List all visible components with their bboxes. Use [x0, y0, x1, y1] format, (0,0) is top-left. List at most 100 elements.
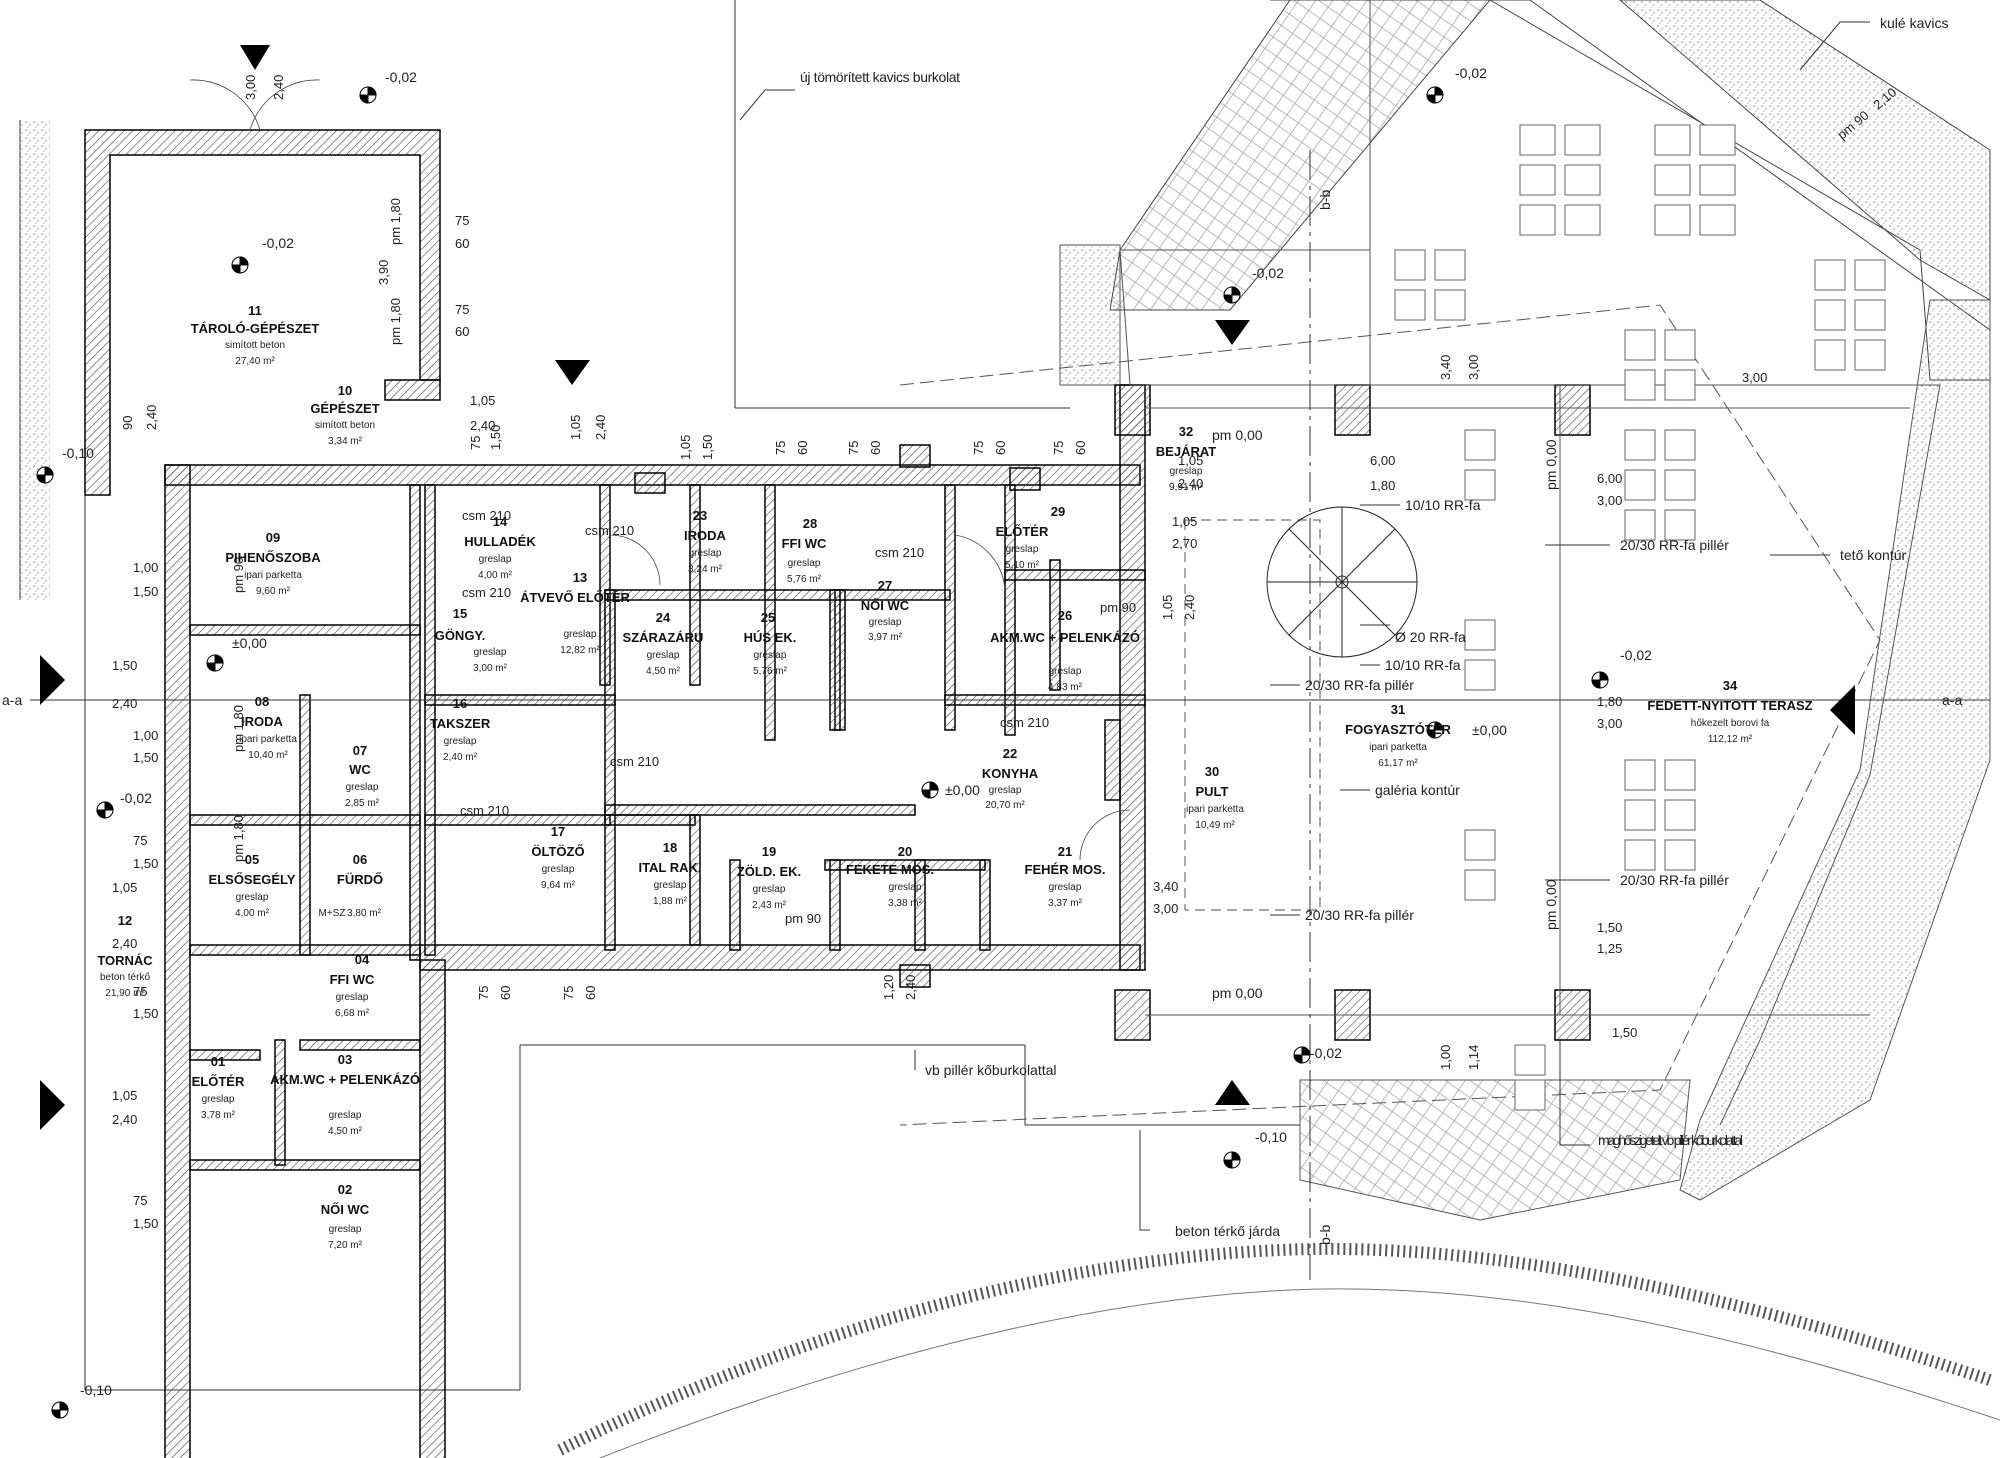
room-09-finish: ipari parketta — [244, 570, 302, 581]
room-03-finish: greslap — [329, 1110, 362, 1121]
room-27-finish: greslap — [869, 617, 902, 628]
room-21-finish: greslap — [1049, 882, 1082, 893]
annotation-text: kulé kavics — [1880, 15, 1948, 31]
room-13-name: ÁTVEVŐ ELŐTÉR — [520, 590, 630, 605]
dimension-text: 1,00 — [1438, 1045, 1453, 1070]
dimension-text: 2,40 — [271, 75, 286, 100]
dimension-text: pm 90 — [785, 911, 821, 926]
room-20-finish: greslap — [889, 882, 922, 893]
dimension-text: 1,05 — [470, 393, 495, 408]
room-17-name: ÖLTÖZŐ — [531, 844, 584, 859]
room-29-area: 5,10 m² — [1005, 560, 1040, 571]
room-13-finish: greslap — [564, 629, 597, 640]
room-24-name: SZÁRAZÁRU — [623, 630, 704, 645]
room-31-area: 61,17 m² — [1378, 758, 1418, 769]
room-27-area: 3,97 m² — [868, 632, 903, 643]
room-31-name: FOGYASZTÓTÉR — [1345, 722, 1451, 737]
room-16-finish: greslap — [444, 736, 477, 747]
dimension-text: 1,50 — [488, 425, 503, 450]
room-09-number: 09 — [266, 530, 280, 545]
annotation-text: maghőszigetelt vb pillér kőburkolattal — [1598, 1132, 1743, 1148]
dimension-text: 60 — [993, 441, 1008, 455]
dimension-text: pm 90 — [1100, 600, 1136, 615]
dimension-text: 60 — [1073, 441, 1088, 455]
room-02-finish: greslap — [329, 1224, 362, 1235]
dimension-text: csm 210 — [462, 508, 511, 523]
room-09-area: 9,60 m² — [256, 586, 291, 597]
room-15-number: 15 — [453, 606, 467, 621]
room-05-finish: greslap — [236, 892, 269, 903]
room-34-name: FEDETT-NYITOTT TERASZ — [1647, 698, 1812, 713]
room-20-area: 3,38 m² — [888, 898, 923, 909]
dimension-text: 3,00 — [1597, 716, 1622, 731]
dimension-text: 1,50 — [133, 584, 158, 599]
annotation-text: 20/30 RR-fa pillér — [1620, 537, 1729, 553]
level-text: -0,10 — [62, 445, 94, 461]
dimension-text: csm 210 — [875, 545, 924, 560]
room-25-finish: greslap — [754, 650, 787, 661]
dimension-text: 75 — [455, 302, 469, 317]
room-30-finish: ipari parketta — [1186, 804, 1244, 815]
dimension-text: csm 210 — [462, 585, 511, 600]
room-13-number: 13 — [573, 570, 587, 585]
room-29-number: 29 — [1051, 504, 1065, 519]
annotation-text: vb pillér kőburkolattal — [925, 1062, 1057, 1078]
room-15-area: 3,00 m² — [473, 663, 508, 674]
room-23-area: 3,24 m² — [688, 564, 723, 575]
room-17-area: 9,64 m² — [541, 880, 576, 891]
annotation-text: tető kontúr — [1840, 547, 1906, 563]
room-11-number: 11 — [248, 303, 262, 318]
dimension-text: 3,00 — [1153, 901, 1178, 916]
room-25-number: 25 — [761, 610, 775, 625]
room-22-number: 22 — [1003, 746, 1017, 761]
room-05-name: ELSŐSEGÉLY — [209, 872, 296, 887]
room-08-number: 08 — [255, 694, 269, 709]
room-18-area: 1,88 m² — [653, 896, 688, 907]
room-14-finish: greslap — [479, 554, 512, 565]
dimension-text: 60 — [795, 441, 810, 455]
room-19-name: ZÖLD. EK. — [737, 864, 801, 879]
room-21-area: 3,37 m² — [1048, 898, 1083, 909]
room-30-name: PULT — [1196, 784, 1229, 799]
room-28-finish: greslap — [788, 558, 821, 569]
dimension-text: 75 — [468, 436, 483, 450]
room-12-name: TORNÁC — [97, 953, 153, 968]
room-18-finish: greslap — [654, 880, 687, 891]
room-30-number: 30 — [1205, 764, 1219, 779]
room-04-number: 04 — [355, 952, 370, 967]
room-23-number: 23 — [693, 508, 707, 523]
dimension-text: 1,50 — [133, 856, 158, 871]
room-labels: 11 TÁROLÓ-GÉPÉSZET simított beton 27,40 … — [97, 303, 1812, 1251]
room-23-name: IRODA — [684, 528, 727, 543]
annotation-text: 10/10 RR-fa — [1385, 657, 1461, 673]
level-text: pm 0,00 — [1543, 879, 1559, 930]
dimension-text: 75 — [773, 441, 788, 455]
dimension-text: csm 210 — [460, 803, 509, 818]
room-21-number: 21 — [1058, 844, 1072, 859]
room-06-finish: M+SZ — [319, 908, 346, 919]
level-text: -0,02 — [1620, 647, 1652, 663]
level-text: -0,02 — [120, 790, 152, 806]
dimension-text: 1,05 — [1178, 453, 1203, 468]
annotation-labels: új tömörített kavics burkolat kulé kavic… — [800, 15, 1948, 1239]
room-19-number: 19 — [762, 844, 776, 859]
room-22-area: 20,70 m² — [985, 800, 1025, 811]
dimension-text: 60 — [455, 324, 469, 339]
dimension-text: 1,20 — [881, 975, 896, 1000]
room-25-area: 5,76 m² — [753, 666, 788, 677]
dimension-text: 3,90 — [376, 260, 391, 285]
room-34-finish: hőkezelt borovi fa — [1691, 718, 1770, 729]
annotation-text: 20/30 RR-fa pillér — [1620, 872, 1729, 888]
annotation-text: galéria kontúr — [1375, 782, 1460, 798]
dimension-text: 2,40 — [112, 936, 137, 951]
section-markers — [40, 45, 1855, 1130]
dimension-text: pm 1,80 — [231, 705, 246, 752]
dimension-text: 1,05 — [1172, 514, 1197, 529]
room-14-area: 4,00 m² — [478, 570, 513, 581]
dimension-text: pm 90 — [231, 557, 246, 593]
terrace-furniture — [1394, 124, 1886, 1111]
room-20-name: FEKETE MOS. — [846, 862, 934, 877]
dimension-text: 2,70 — [1172, 536, 1197, 551]
level-texts: -0,02 -0,02 -0,02 -0,02 ±0,00 ±0,00 ±0,0… — [62, 65, 1652, 1398]
room-07-finish: greslap — [346, 782, 379, 793]
